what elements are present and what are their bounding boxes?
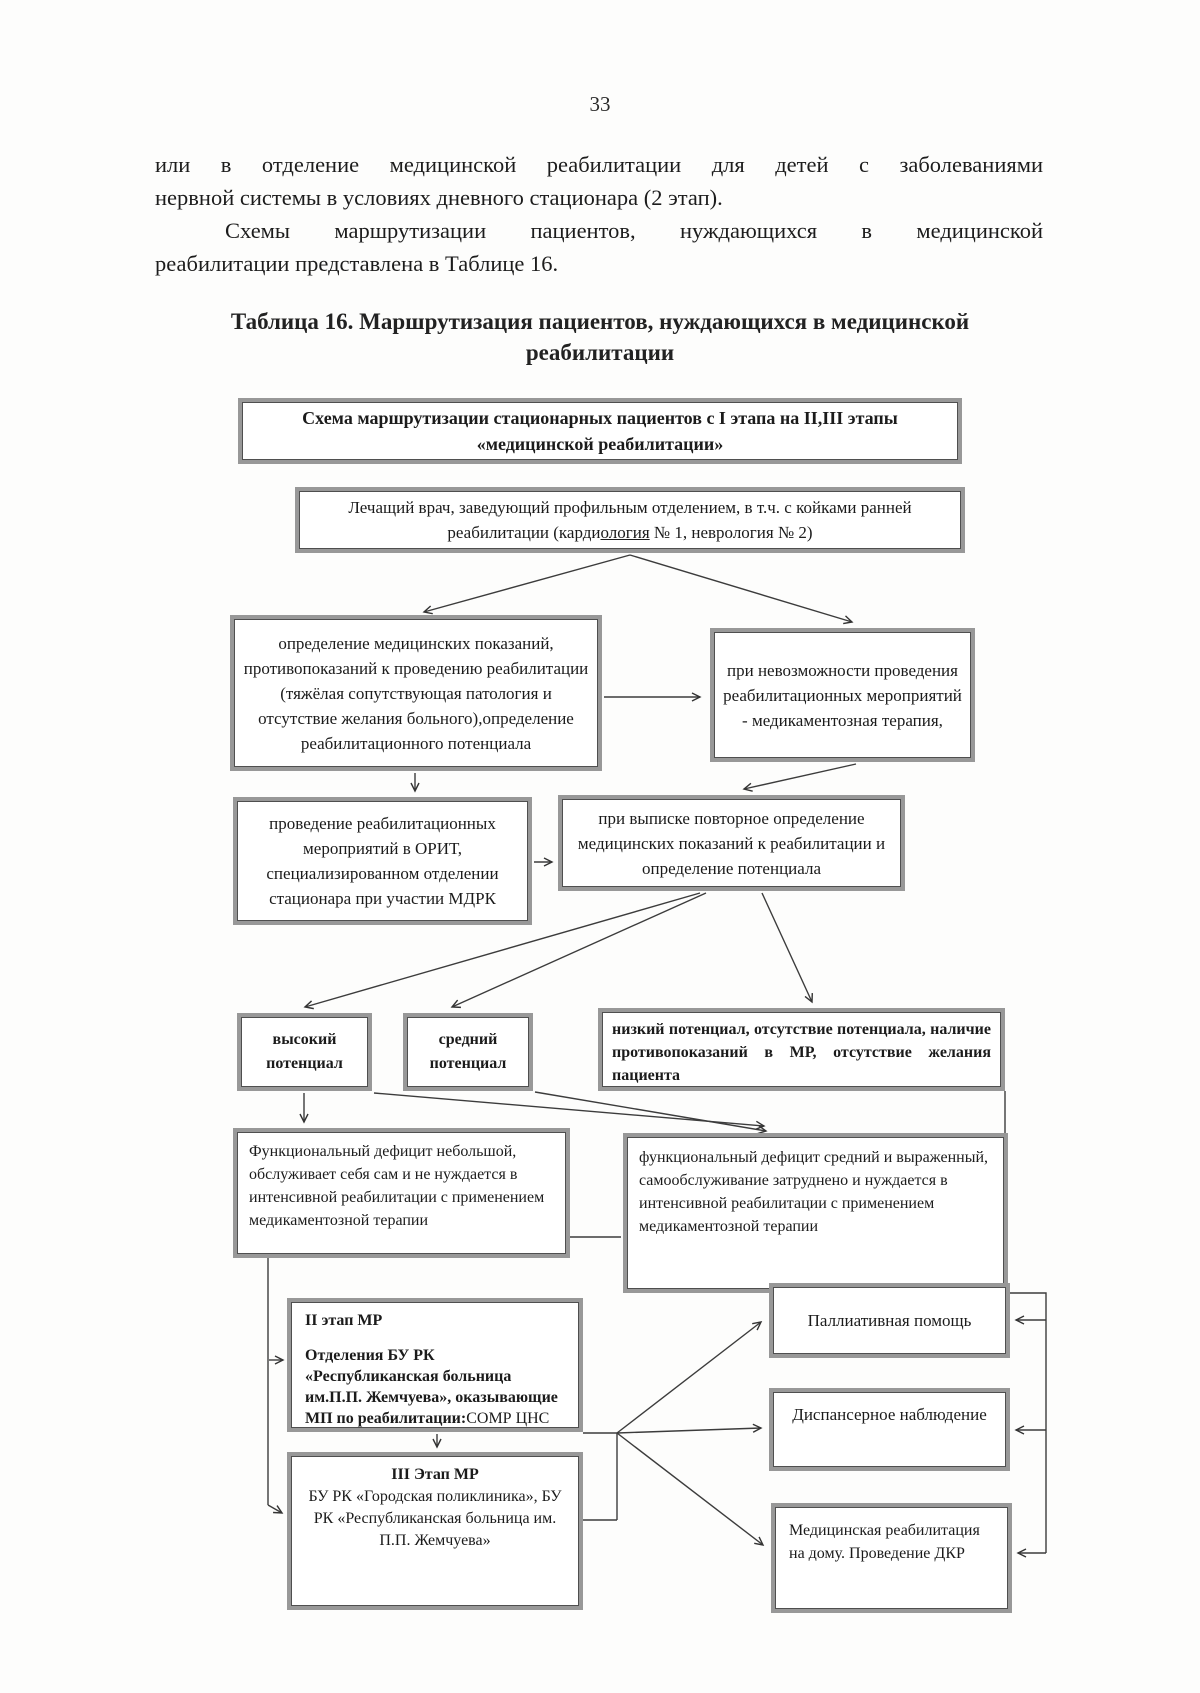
paragraph-1-line-1: или в отделение медицинской реабилитации… — [155, 152, 1043, 177]
paragraph-1-line-2: нервной системы в условиях дневного стац… — [155, 185, 723, 210]
doctor-text-pre: Лечащий врач, заведующий профильным отде… — [348, 498, 912, 542]
paragraph-2-line-2: реабилитации представлена в Таблице 16. — [155, 251, 559, 276]
table-caption-line-1: Таблица 16. Маршрутизация пациентов, нуж… — [230, 309, 970, 334]
box-deficit-small: Функциональный дефицит небольшой, обслуж… — [233, 1128, 570, 1258]
box-stage2-mr: II этап МР Отделения БУ РК «Республиканс… — [287, 1298, 583, 1432]
stage2-body-bold: Отделения БУ РК «Республиканская больниц… — [305, 1347, 558, 1427]
table-caption-line-2: реабилитации — [525, 340, 675, 365]
box-indications-determination: определение медицинских показаний, проти… — [230, 615, 602, 771]
box-high-potential: высокий потенциал — [237, 1013, 372, 1091]
box-discharge-reassessment: при выписке повторное определение медици… — [558, 795, 905, 891]
table-caption: Таблица 16. Маршрутизация пациентов, нуж… — [150, 306, 1050, 368]
paragraph-1: или в отделение медицинской реабилитации… — [155, 148, 1043, 214]
box-low-potential: низкий потенциал, отсутствие потенциала,… — [598, 1008, 1005, 1091]
stage2-body: Отделения БУ РК «Республиканская больниц… — [305, 1345, 565, 1429]
stage2-title: II этап МР — [305, 1312, 383, 1329]
box-stage3-mr: III Этап МР БУ РК «Городская поликлиника… — [287, 1452, 583, 1610]
stage2-spacer — [305, 1331, 565, 1345]
box-scheme-title: Схема маршрутизации стационарных пациент… — [238, 398, 962, 464]
box-dispensary-observation: Диспансерное наблюдение — [769, 1388, 1010, 1471]
doctor-text-post: № 1, неврология № 2) — [649, 523, 813, 542]
stage2-body-regular: СОМР ЦНС — [466, 1410, 550, 1427]
paragraph-2: Схемы маршрутизации пациентов, нуждающих… — [155, 214, 1043, 280]
box-home-rehabilitation: Медицинская реабилитация на дому. Провед… — [771, 1503, 1012, 1613]
page-number: 33 — [589, 92, 611, 116]
stage3-title: III Этап МР — [391, 1466, 479, 1483]
paragraph-2-line-1: Схемы маршрутизации пациентов, нуждающих… — [225, 218, 1043, 243]
box-medium-potential: средний потенциал — [403, 1013, 533, 1091]
doctor-text-underlined: ология — [600, 523, 650, 542]
box-palliative-care: Паллиативная помощь — [769, 1283, 1010, 1358]
box-rehab-impossible: при невозможности проведения реабилитаци… — [710, 628, 975, 762]
box-attending-doctor-text: Лечащий врач, заведующий профильным отде… — [311, 495, 949, 545]
stage3-body: БУ РК «Городская поликлиника», БУ РК «Ре… — [308, 1488, 562, 1549]
box-deficit-medium-severe: функциональный дефицит средний и выражен… — [623, 1133, 1008, 1293]
box-orit-rehab-measures: проведение реабилитационных мероприятий … — [233, 797, 532, 925]
box-attending-doctor: Лечащий врач, заведующий профильным отде… — [295, 487, 965, 553]
